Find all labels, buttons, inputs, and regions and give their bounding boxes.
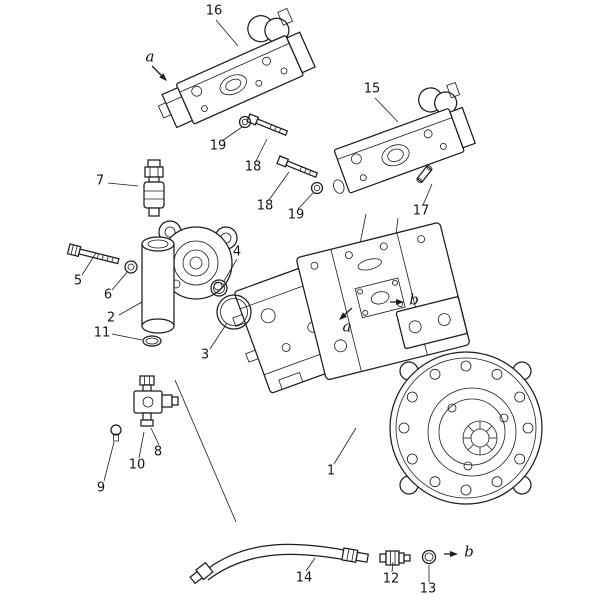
pump-port-block <box>396 297 467 349</box>
valve-assembly-15 <box>313 79 479 198</box>
view-arrow-a-top <box>152 66 167 81</box>
part-label-5: 5 <box>73 273 83 289</box>
washer-6 <box>125 261 137 273</box>
bolt-18-upper <box>247 114 288 137</box>
valve-assembly-8-10 <box>134 376 178 426</box>
part-label-18-upper: 18 <box>244 159 262 175</box>
washer-19-upper <box>240 117 251 128</box>
part-label-8: 8 <box>153 444 163 460</box>
part-label-19-lower: 19 <box>287 207 305 223</box>
pipe-2 <box>142 237 174 333</box>
bolt-5 <box>68 244 120 266</box>
pin-17 <box>416 165 433 184</box>
part-label-14: 14 <box>295 570 313 586</box>
fitting-12 <box>380 551 410 565</box>
splined-shaft <box>463 421 497 455</box>
o-ring-4 <box>211 280 227 296</box>
part-label-18-lower: 18 <box>256 198 274 214</box>
part-label-9: 9 <box>96 480 106 496</box>
washer-19-lower <box>312 183 323 194</box>
view-label-b-bottom: b <box>464 542 474 561</box>
view-arrow-a-mid <box>339 308 352 320</box>
cartridge-valve-7 <box>144 160 164 216</box>
bolt-holes <box>399 361 533 495</box>
part-label-10: 10 <box>128 457 146 473</box>
part-label-11: 11 <box>93 325 111 341</box>
part-label-19-upper: 19 <box>209 138 227 154</box>
bolt-18-lower <box>277 156 318 179</box>
o-ring-11 <box>143 336 161 346</box>
part-label-2: 2 <box>106 310 116 326</box>
o-ring-13 <box>423 551 436 564</box>
part-label-3: 3 <box>200 347 210 363</box>
part-label-15: 15 <box>363 81 381 97</box>
o-ring-3 <box>217 295 251 329</box>
view-arrow-b-bottom <box>444 551 458 557</box>
view-label-a-mid: a <box>342 317 352 336</box>
part-label-7: 7 <box>95 173 105 189</box>
part-label-12: 12 <box>382 571 400 587</box>
view-label-a-top: a <box>145 47 155 66</box>
part-label-16: 16 <box>205 3 223 19</box>
part-label-6: 6 <box>103 287 113 303</box>
main-pump-assembly-1 <box>225 222 542 504</box>
plug-9 <box>111 425 121 441</box>
part-label-13: 13 <box>419 581 437 597</box>
part-label-1: 1 <box>326 463 336 479</box>
view-label-b-mid: b <box>409 290 419 309</box>
part-label-4: 4 <box>232 244 242 260</box>
part-label-17: 17 <box>412 203 430 219</box>
valve-assembly-16 <box>141 3 316 134</box>
pump-end-housing <box>390 352 542 504</box>
leader-lines <box>82 20 432 582</box>
hose-14 <box>189 544 369 585</box>
view-arrow-b-mid <box>390 299 404 305</box>
